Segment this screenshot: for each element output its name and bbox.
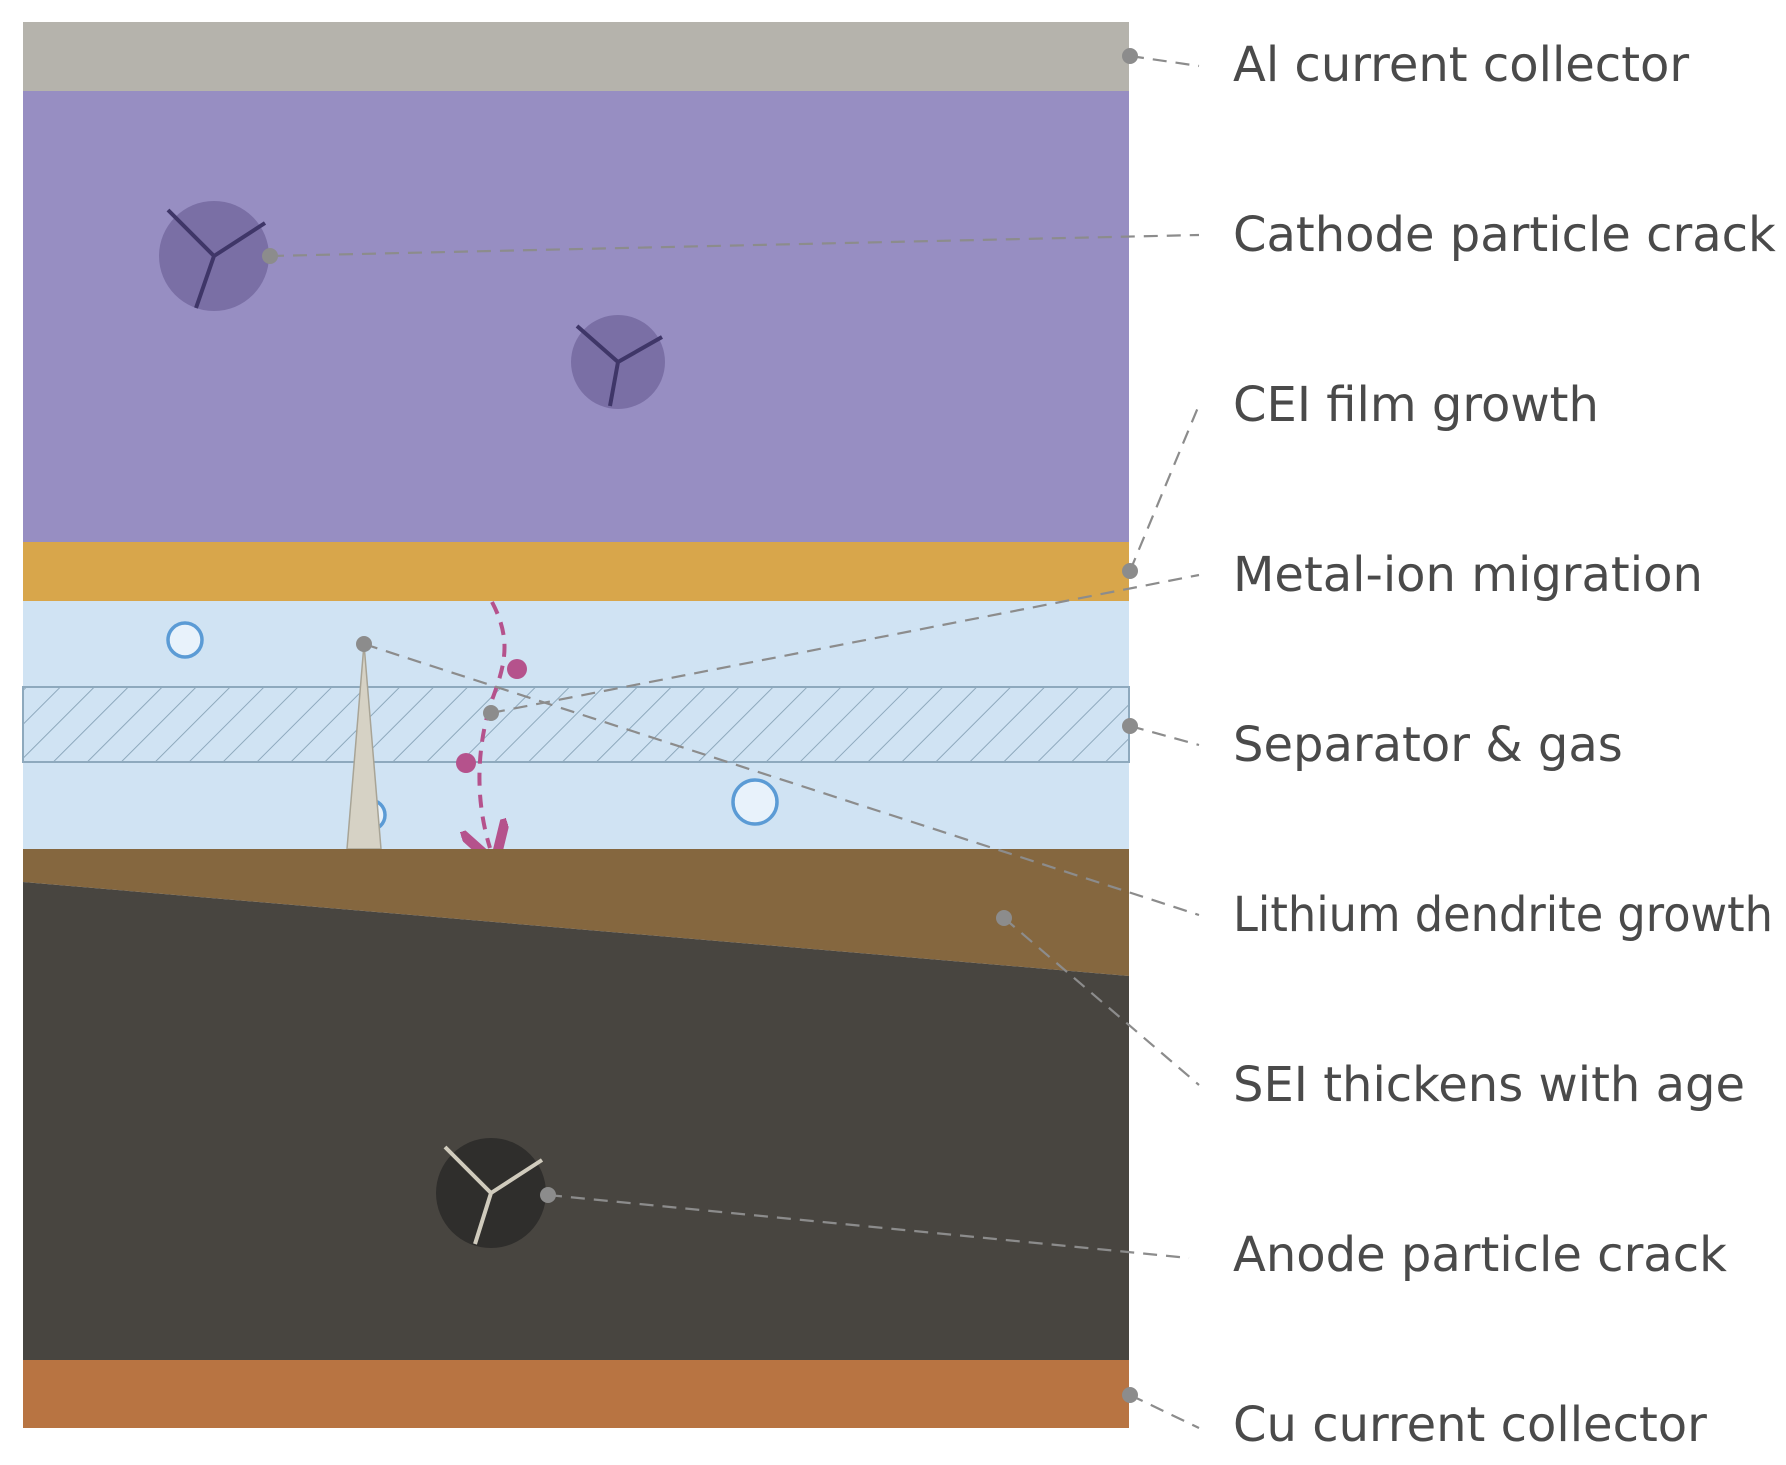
anchor-dot — [483, 705, 499, 721]
leader-separator — [1129, 724, 1200, 747]
gas-bubble — [731, 778, 779, 826]
anode-layer — [23, 882, 1129, 1360]
label-cu-current-collector: Cu current collector — [1233, 1397, 1707, 1453]
label-cathode-particle-crack: Cathode particle crack — [1233, 207, 1776, 263]
anchor-dot — [540, 1187, 556, 1203]
anode-particle — [436, 1138, 546, 1248]
anchor-dot — [1122, 48, 1138, 64]
cathode-particle-2 — [571, 315, 665, 409]
metal-ion — [456, 753, 476, 773]
label-sei-thickens: SEI thickens with age — [1233, 1057, 1745, 1113]
anchor-dot — [1122, 718, 1138, 734]
crack-lines — [443, 1145, 544, 1245]
cu-current-collector-layer — [23, 1360, 1129, 1428]
anchor-dot — [356, 636, 372, 652]
metal-ion — [507, 659, 527, 679]
leader-metal-ion — [490, 573, 1200, 715]
leader-cu — [1129, 1394, 1200, 1429]
leader-cei — [1128, 404, 1201, 572]
anchor-dot — [996, 910, 1012, 926]
label-al-current-collector: Al current collector — [1233, 37, 1689, 93]
gas-bubble — [166, 621, 204, 659]
label-metal-ion-migration: Metal-ion migration — [1233, 547, 1703, 603]
leader-lines — [262, 48, 1201, 1429]
label-separator-gas: Separator & gas — [1233, 717, 1623, 773]
leader-dendrite — [363, 642, 1200, 917]
crack-lines — [575, 324, 663, 407]
leader-cathode-crack — [269, 233, 1200, 258]
crack-lines — [166, 208, 267, 309]
leader-anode-crack — [547, 1193, 1190, 1260]
sei-layer — [23, 849, 1129, 976]
anchor-dot — [262, 248, 278, 264]
cathode-layer — [23, 91, 1129, 542]
labels: Al current collector Cathode particle cr… — [1233, 37, 1776, 1453]
al-current-collector-layer — [23, 22, 1129, 91]
leader-sei — [1003, 917, 1200, 1086]
separator — [22, 686, 1130, 763]
label-anode-particle-crack: Anode particle crack — [1233, 1227, 1727, 1283]
cathode-particle-1 — [159, 201, 269, 311]
label-cei-film-growth: CEI film growth — [1233, 377, 1599, 433]
leader-al — [1129, 54, 1200, 68]
label-lithium-dendrite-growth: Lithium dendrite growth — [1233, 887, 1773, 943]
cei-layer — [23, 542, 1129, 601]
metal-ion-migration-path — [456, 601, 527, 848]
anchor-dot — [1122, 563, 1138, 579]
anchor-dot — [1122, 1387, 1138, 1403]
